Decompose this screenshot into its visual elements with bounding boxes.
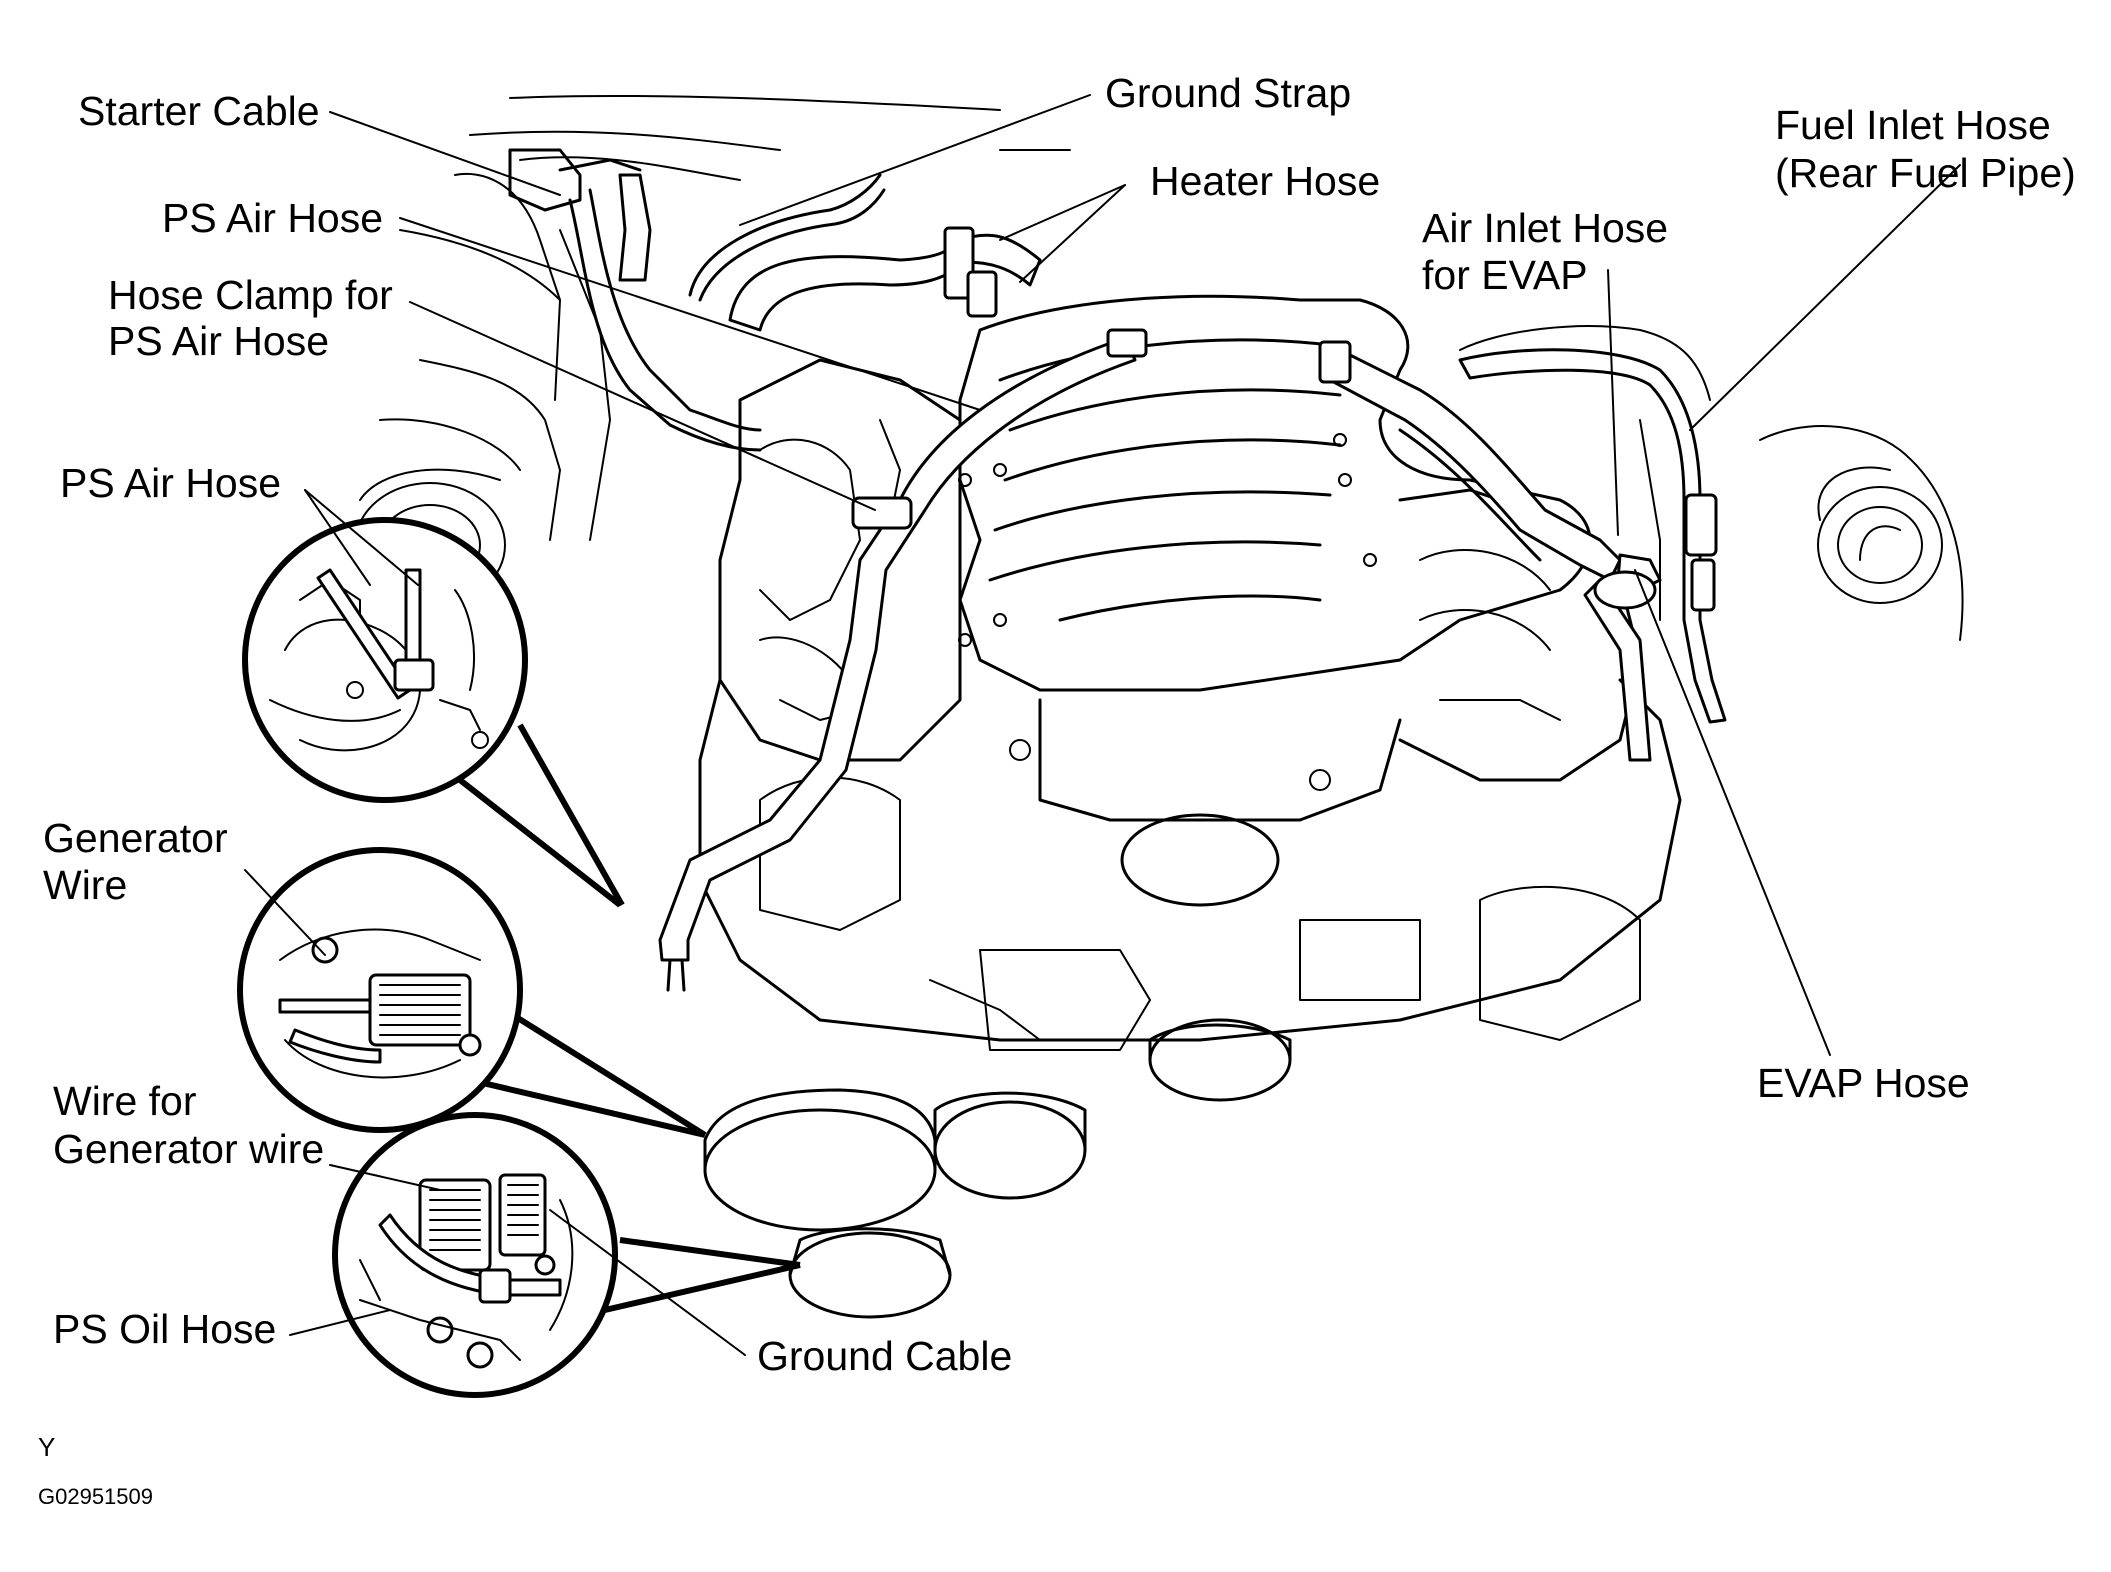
label-fuel-inlet-hose-line1: Fuel Inlet Hose <box>1775 102 2051 148</box>
leader-heater-hose-b <box>1019 184 1126 283</box>
detail-circle-alternator <box>332 1112 801 1398</box>
leader-ps-air-hose-detail-b <box>304 489 419 586</box>
label-ps-oil-hose: PS Oil Hose <box>53 1306 277 1352</box>
label-air-inlet-hose-line2: for EVAP <box>1422 252 1588 298</box>
label-wire-for-generator-line1: Wire for <box>53 1078 197 1124</box>
label-starter-cable: Starter Cable <box>78 88 320 134</box>
leader-hose-clamp <box>409 301 876 511</box>
label-fuel-inlet-hose-line2: (Rear Fuel Pipe) <box>1775 150 2076 196</box>
code-letter: Y <box>38 1432 56 1462</box>
label-wire-for-generator-line2: Generator wire <box>53 1126 325 1172</box>
label-generator-wire-line1: Generator <box>43 815 228 861</box>
label-hose-clamp-line1: Hose Clamp for <box>108 272 393 318</box>
leader-heater-hose-a <box>999 184 1126 241</box>
label-ps-air-hose: PS Air Hose <box>162 195 384 241</box>
leader-lines <box>244 94 1961 1356</box>
leader-ps-air-hose-detail-a <box>304 489 371 586</box>
label-heater-hose: Heater Hose <box>1150 158 1381 204</box>
hoses <box>508 148 1727 992</box>
leader-starter-cable <box>329 111 561 196</box>
detail-circle-generator-wire <box>237 847 707 1138</box>
leader-generator-wire <box>244 869 326 956</box>
figure-code: G02951509 <box>38 1484 153 1509</box>
label-ps-air-hose-detail: PS Air Hose <box>60 460 282 506</box>
label-hose-clamp-line2: PS Air Hose <box>108 318 330 364</box>
label-ground-cable: Ground Cable <box>757 1333 1013 1379</box>
label-evap-hose: EVAP Hose <box>1757 1060 1970 1106</box>
engine-block <box>698 294 1682 1319</box>
right-mount <box>1817 466 1943 604</box>
leader-wire-for-generator <box>329 1164 441 1191</box>
body-outline <box>379 94 1964 641</box>
leader-ps-air-hose <box>399 217 981 411</box>
label-ground-strap: Ground Strap <box>1105 70 1352 116</box>
detail-circle-ps-air <box>242 517 625 908</box>
label-generator-wire-line2: Wire <box>43 862 128 908</box>
label-air-inlet-hose-line1: Air Inlet Hose <box>1422 205 1669 251</box>
leader-ground-cable <box>549 1209 746 1356</box>
leader-evap-hose <box>1634 569 1831 1056</box>
leader-air-inlet-hose <box>1607 269 1619 536</box>
leader-ps-oil-hose <box>289 1309 391 1336</box>
leader-ground-strap <box>739 94 1091 226</box>
leader-fuel-inlet-hose <box>1689 164 1961 431</box>
